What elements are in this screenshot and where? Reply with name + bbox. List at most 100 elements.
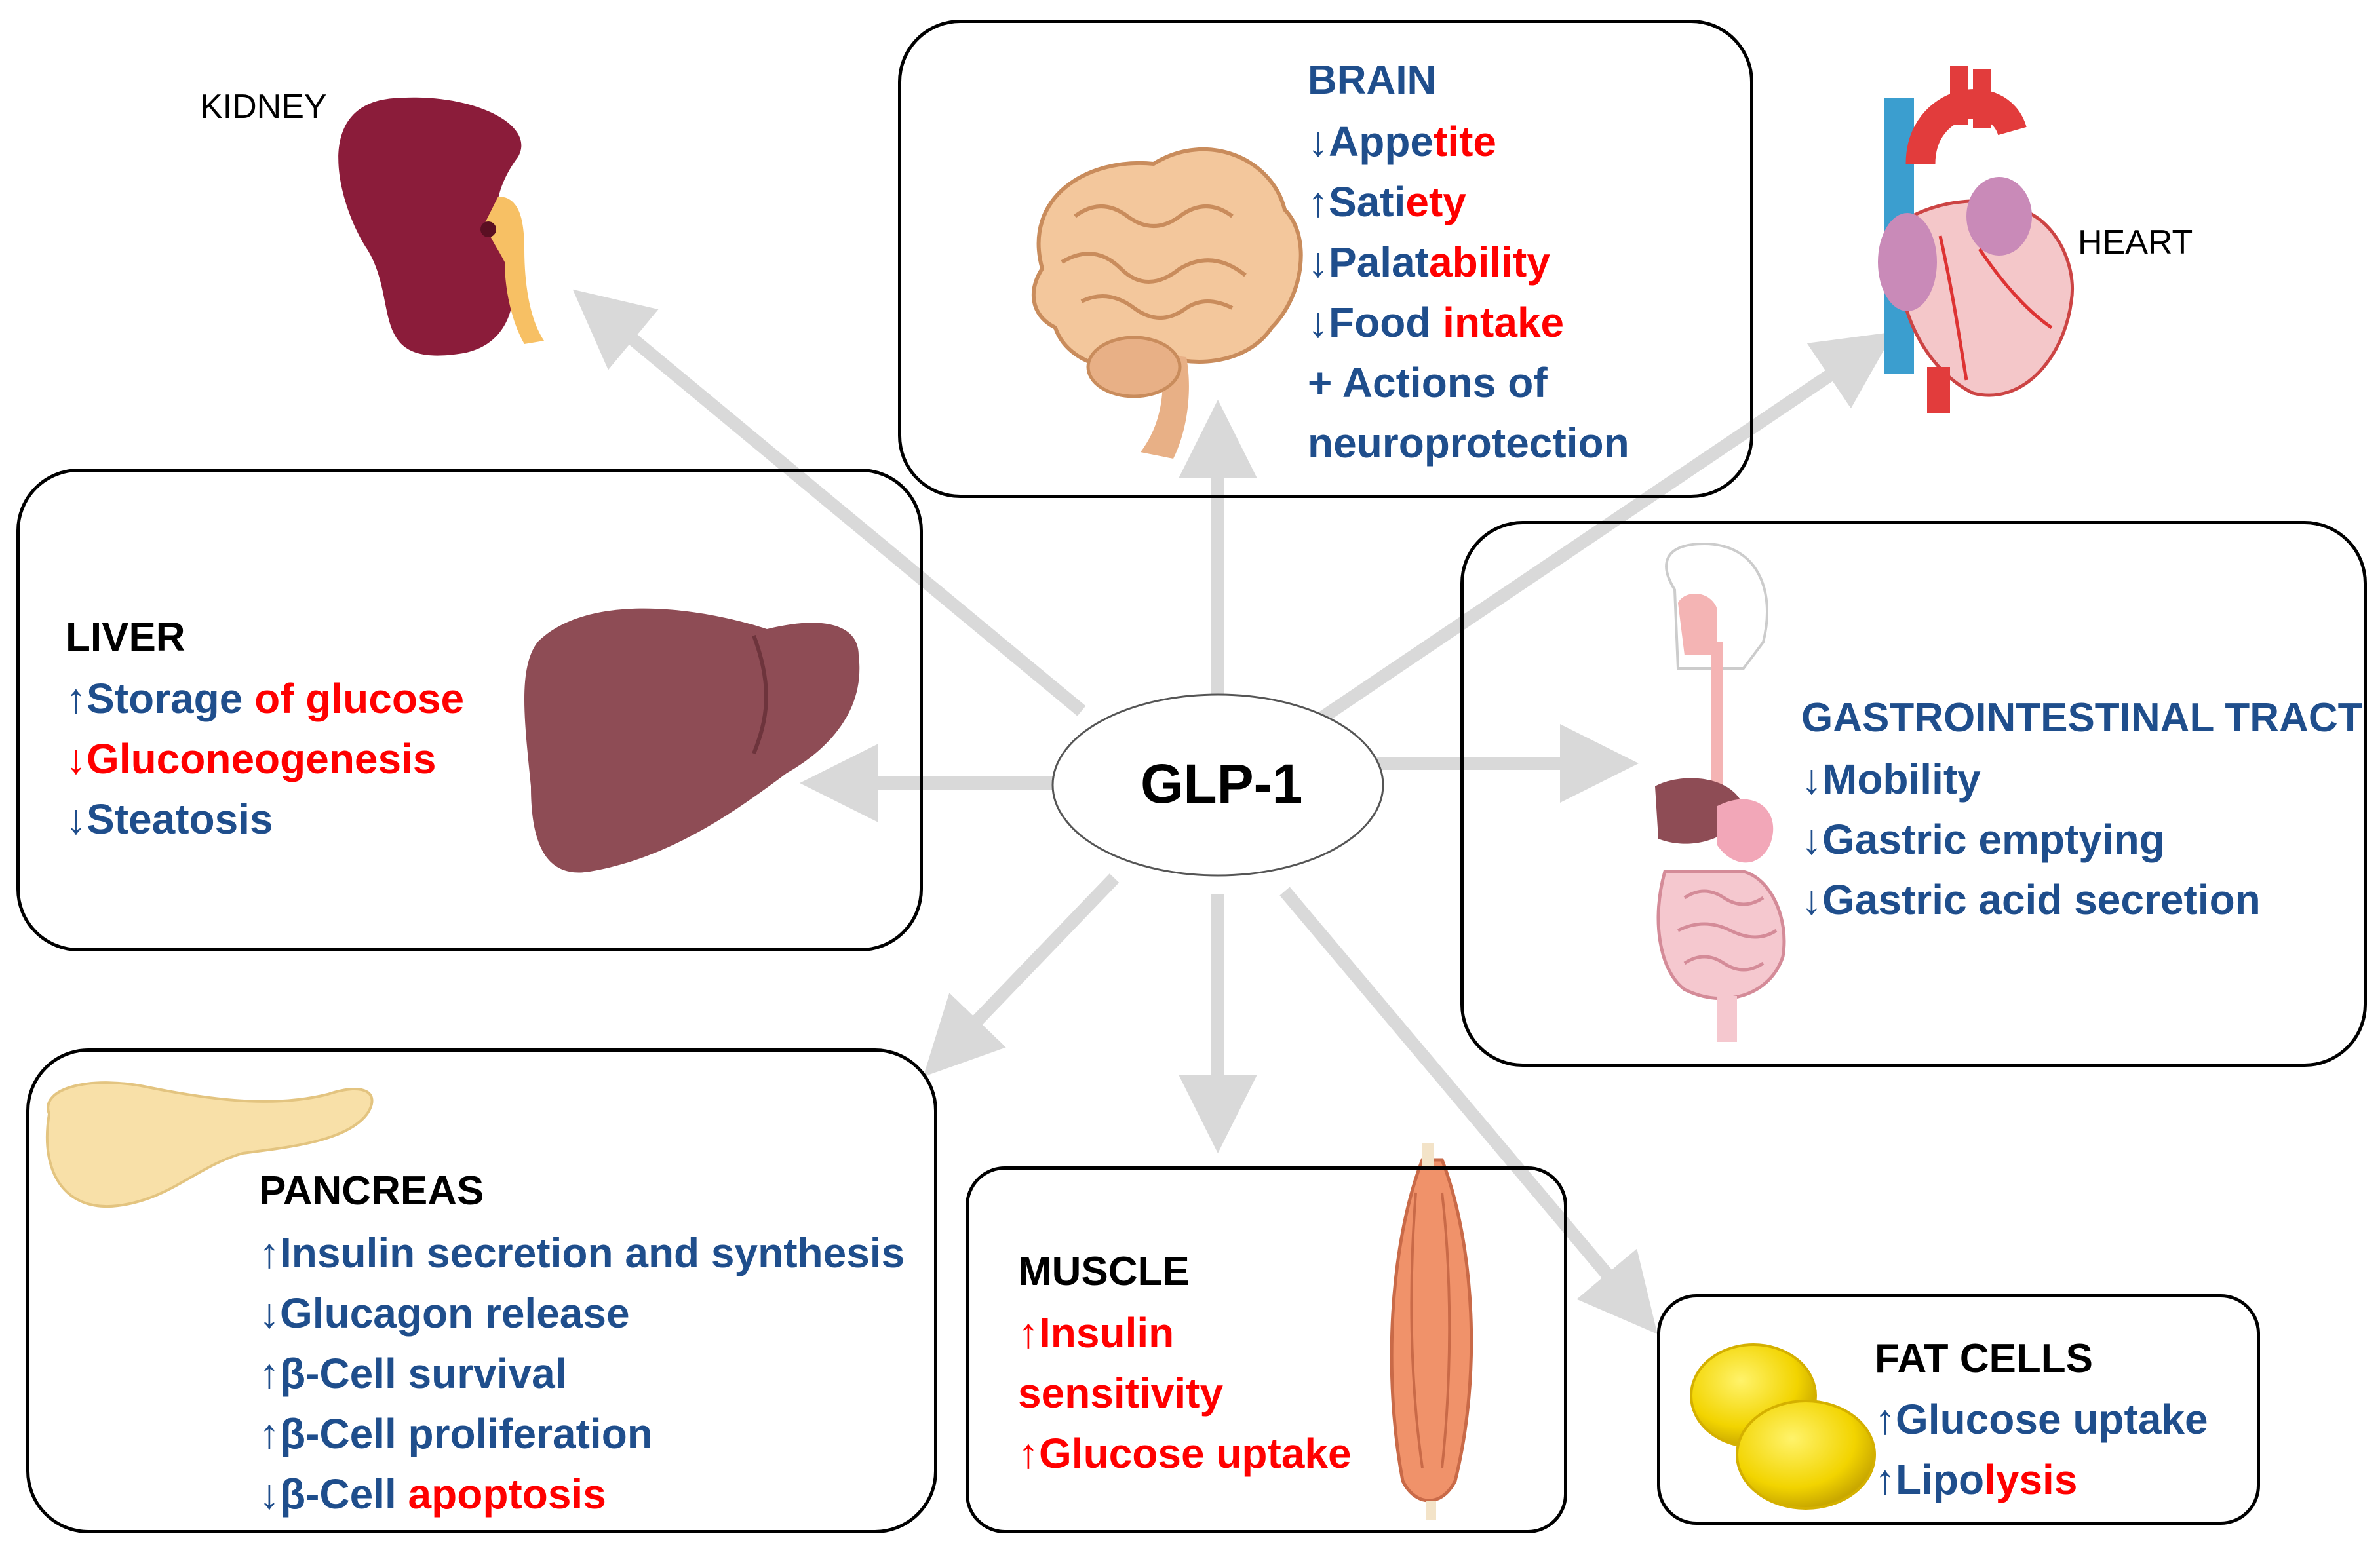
brain-effect-line: ↑Satiety [1308, 172, 1629, 232]
pancreas-effect-line: ↑β-Cell survival [259, 1343, 905, 1404]
arrow-to-kidney [572, 289, 1086, 716]
heart-icon [1878, 66, 2074, 413]
fat-cells-icon [1690, 1343, 1876, 1510]
brain-icon [1032, 147, 1303, 459]
effect-text-highlight: of glucose [254, 675, 465, 722]
effect-text: neuroprotection [1308, 419, 1629, 467]
effect-arrow: ↓ [1801, 816, 1822, 863]
pancreas-effect-line: ↓β-Cell apoptosis [259, 1464, 905, 1524]
effect-arrow: ↑ [1875, 1396, 1896, 1443]
effect-text: Mobility [1822, 756, 1981, 803]
effect-arrow: ↓ [1308, 239, 1329, 286]
effect-arrow: ↓ [1308, 118, 1329, 165]
arrow-to-heart [1314, 332, 1894, 727]
arrows [572, 289, 1894, 1334]
liver-effect-line: ↓Steatosis [66, 789, 464, 849]
liver-effect-line: ↓Gluconeogenesis [66, 729, 464, 789]
effect-text: β-Cell survival [280, 1350, 567, 1397]
effect-text: Steatosis [87, 796, 273, 843]
pancreas-effect-line: ↓Glucagon release [259, 1283, 905, 1343]
effect-text-highlight: tite [1434, 118, 1496, 165]
glp1-ellipse [1051, 693, 1384, 877]
effect-arrow: ↓ [1308, 299, 1329, 346]
gi-box [1460, 521, 2367, 1067]
effect-arrow: ↓ [259, 1290, 280, 1337]
effect-text: Sati [1329, 178, 1406, 225]
fat-title: FAT CELLS [1875, 1336, 2093, 1381]
brain-box [898, 20, 1753, 498]
muscle-title: MUSCLE [1018, 1249, 1190, 1294]
arrow-to-fat [1279, 887, 1658, 1334]
gi-effect-line: ↓Gastric emptying [1801, 809, 2261, 870]
brain-title: BRAIN [1308, 58, 1437, 103]
pancreas-effect-line: ↑Insulin secretion and synthesis [259, 1223, 905, 1283]
effect-arrow: ↓ [66, 796, 87, 843]
fat-box [1657, 1294, 2260, 1525]
muscle-effect-line: ↑Glucose uptake [1018, 1423, 1352, 1484]
effect-arrow: ↓ [1801, 756, 1822, 803]
effect-arrow: ↑ [259, 1229, 280, 1276]
brain-effects: ↓Appetite↑Satiety↓Palatability↓Food inta… [1308, 111, 1629, 473]
kidney-icon [338, 97, 544, 356]
effect-text-highlight: Glucose uptake [1039, 1430, 1352, 1477]
effect-text: Gastric acid secretion [1822, 876, 2261, 923]
effect-text-highlight: Gluconeogenesis [87, 735, 437, 782]
liver-box [16, 469, 923, 951]
effect-text: Glucagon release [280, 1290, 630, 1337]
digestive-system-icon [1655, 542, 1786, 1042]
effect-text-highlight: ety [1405, 178, 1466, 225]
effect-text: β-Cell proliferation [280, 1410, 653, 1457]
effect-arrow: ↓ [259, 1470, 280, 1518]
effect-text: Food [1329, 299, 1443, 346]
pancreas-icon [45, 1081, 374, 1208]
brain-effect-line: neuroprotection [1308, 413, 1629, 473]
pancreas-effect-line: ↑β-Cell proliferation [259, 1404, 905, 1464]
effect-text-highlight: intake [1443, 299, 1565, 346]
brain-effect-line: ↓Palatability [1308, 232, 1629, 292]
effect-text-highlight: lysis [1984, 1456, 2078, 1503]
effect-text: + Actions of [1308, 359, 1548, 406]
heart-label: HEART [2078, 223, 2193, 261]
gi-effect-line: ↓Gastric acid secretion [1801, 870, 2261, 930]
effect-text: Palat [1329, 239, 1429, 286]
effect-text: Lipo [1896, 1456, 1985, 1503]
gi-effects: ↓Mobility↓Gastric emptying↓Gastric acid … [1801, 749, 2261, 930]
gi-effect-line: ↓Mobility [1801, 749, 2261, 809]
liver-effect-line: ↑Storage of glucose [66, 668, 464, 729]
muscle-icon [1390, 1143, 1473, 1520]
muscle-effect-line: ↑Insulin [1018, 1303, 1352, 1363]
fat-effect-line: ↑Lipolysis [1875, 1449, 2208, 1510]
effect-arrow: ↑ [1875, 1456, 1896, 1503]
liver-icon [524, 608, 860, 873]
effect-text: Storage [87, 675, 255, 722]
liver-effects: ↑Storage of glucose↓Gluconeogenesis↓Stea… [66, 668, 464, 849]
pancreas-effects: ↑Insulin secretion and synthesis↓Glucago… [259, 1223, 905, 1524]
arrow-to-pancreas [923, 873, 1120, 1077]
liver-title: LIVER [66, 615, 185, 660]
effect-arrow: ↑ [1308, 178, 1329, 225]
brain-effect-line: ↓Appetite [1308, 111, 1629, 172]
kidney-label: KIDNEY [200, 88, 327, 126]
effect-text: Insulin secretion and synthesis [280, 1229, 905, 1276]
effect-arrow: ↑ [66, 675, 87, 722]
effect-arrow: ↑ [1018, 1430, 1039, 1477]
glp1-label: GLP-1 [1141, 753, 1303, 815]
fat-effects: ↑Glucose uptake↑Lipolysis [1875, 1389, 2208, 1510]
effect-arrow: ↑ [259, 1410, 280, 1457]
effect-arrow: ↓ [66, 735, 87, 782]
effect-text: β-Cell [280, 1470, 408, 1518]
gi-title: GASTROINTESTINAL TRACT [1801, 695, 2363, 740]
effect-arrow: ↑ [259, 1350, 280, 1397]
effect-arrow: ↑ [1018, 1309, 1039, 1356]
brain-effect-line: + Actions of [1308, 353, 1629, 413]
pancreas-title: PANCREAS [259, 1168, 484, 1214]
muscle-box [966, 1166, 1567, 1533]
effect-text-highlight: apoptosis [408, 1470, 606, 1518]
brain-effect-line: ↓Food intake [1308, 292, 1629, 353]
effect-text-highlight: ability [1428, 239, 1550, 286]
effect-text-highlight: sensitivity [1018, 1370, 1224, 1417]
effect-text: Gastric emptying [1822, 816, 2165, 863]
